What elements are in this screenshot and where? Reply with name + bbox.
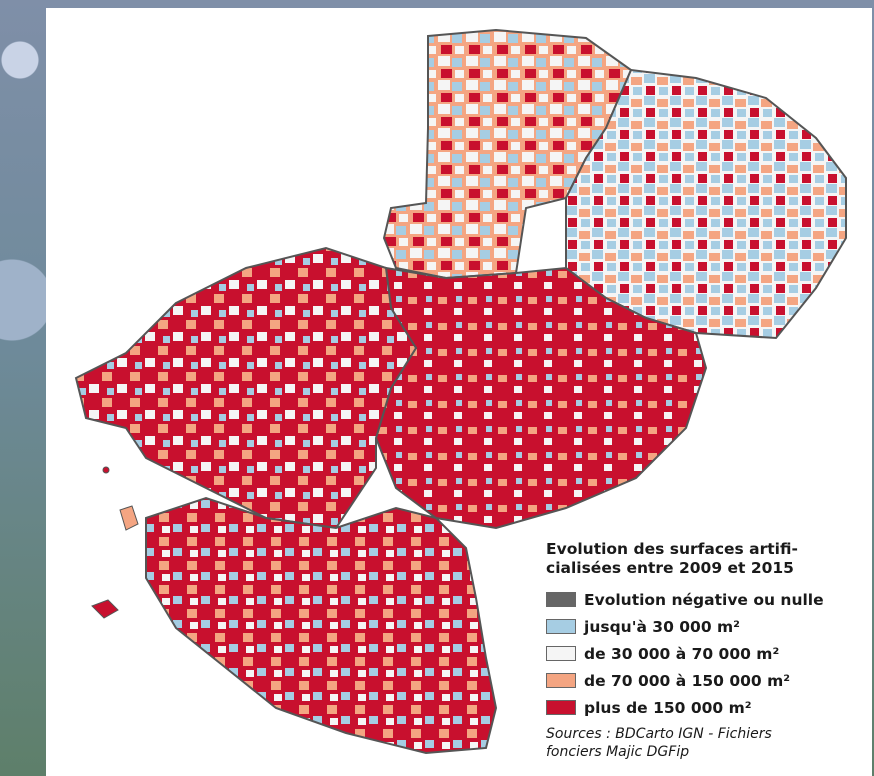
map-legend: Evolution des surfaces artifi- cialisées… xyxy=(546,540,866,761)
map-panel: Evolution des surfaces artifi- cialisées… xyxy=(46,8,872,776)
island-small xyxy=(102,466,110,474)
legend-swatch xyxy=(546,646,576,661)
region-south xyxy=(145,496,498,755)
legend-label: de 30 000 à 70 000 m² xyxy=(584,644,780,663)
legend-item-up-to-30000: jusqu'à 30 000 m² xyxy=(546,613,866,640)
legend-label: de 70 000 à 150 000 m² xyxy=(584,671,791,690)
legend-swatch xyxy=(546,619,576,634)
island-noirmoutier xyxy=(119,505,139,531)
legend-label: jusqu'à 30 000 m² xyxy=(584,617,740,636)
legend-item-over-150000: plus de 150 000 m² xyxy=(546,694,866,721)
region-east xyxy=(565,68,847,340)
map-sources: Sources : BDCarto IGN - Fichiers foncier… xyxy=(546,726,772,760)
region-north xyxy=(382,28,633,280)
island-yeu xyxy=(91,599,119,619)
legend-item-70000-150000: de 70 000 à 150 000 m² xyxy=(546,667,866,694)
legend-label: plus de 150 000 m² xyxy=(584,698,752,717)
legend-swatch xyxy=(546,700,576,715)
choropleth-map xyxy=(74,28,847,755)
legend-item-30000-70000: de 30 000 à 70 000 m² xyxy=(546,640,866,667)
region-west xyxy=(74,246,418,530)
legend-label: Evolution négative ou nulle xyxy=(584,590,824,609)
legend-item-negative: Evolution négative ou nulle xyxy=(546,586,866,613)
legend-title: Evolution des surfaces artifi- cialisées… xyxy=(546,540,798,577)
legend-swatch xyxy=(546,673,576,688)
legend-swatch xyxy=(546,592,576,607)
